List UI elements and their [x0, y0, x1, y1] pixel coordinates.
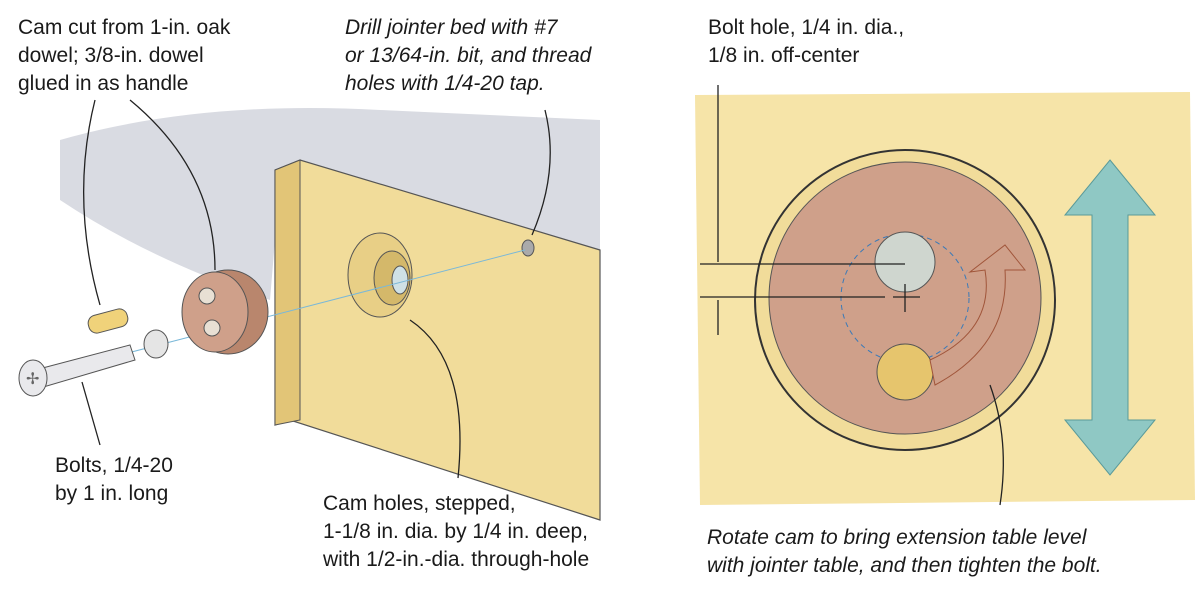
label-line: by 1 in. long: [55, 482, 169, 505]
leader-lines: [81, 99, 551, 479]
oak-cam: [181, 269, 269, 355]
label-drill: Drill jointer bed with #7 or 13/64-in. b…: [345, 14, 591, 98]
label-bolts: Bolts, 1/4-20 by 1 in. long: [55, 452, 173, 508]
label-line: Bolt hole, 1/4 in. dia.,: [708, 16, 905, 39]
label-line: dowel; 3/8-in. dowel: [18, 44, 204, 67]
label-line: 1/8 in. off-center: [708, 44, 860, 67]
handle-dowel: [876, 343, 934, 401]
cam-hole-stepped: [347, 232, 413, 318]
label-line: Cam holes, stepped,: [323, 492, 516, 515]
label-line: holes with 1/4-20 tap.: [345, 72, 545, 95]
threaded-hole: [521, 239, 535, 257]
label-line: Rotate cam to bring extension table leve…: [707, 526, 1087, 549]
label-rotate: Rotate cam to bring extension table leve…: [707, 524, 1102, 580]
label-line: Bolts, 1/4-20: [55, 454, 173, 477]
label-line: glued in as handle: [18, 72, 189, 95]
rotate-arrow: [929, 244, 1027, 386]
washer: [143, 329, 169, 359]
bolt: ✢: [18, 344, 136, 397]
label-line: or 13/64-in. bit, and thread: [345, 44, 592, 67]
board-edge: [274, 159, 301, 426]
label-line: 1-1/8 in. dia. by 1/4 in. deep,: [323, 520, 589, 543]
label-cam-holes: Cam holes, stepped, 1-1/8 in. dia. by 1/…: [323, 490, 589, 574]
svg-text:✢: ✢: [26, 371, 39, 388]
dimension-lines: [700, 85, 1004, 506]
label-line: Drill jointer bed with #7: [345, 16, 558, 39]
bolt-hole: [874, 231, 936, 293]
label-bolt-hole: Bolt hole, 1/4 in. dia., 1/8 in. off-cen…: [708, 14, 904, 70]
centerline: [119, 249, 526, 356]
label-cam-cut: Cam cut from 1-in. oak dowel; 3/8-in. do…: [18, 14, 230, 98]
label-line: with 1/2-in.-dia. through-hole: [323, 548, 590, 571]
label-line: with jointer table, and then tighten the…: [707, 554, 1102, 577]
up-down-arrow: [1063, 159, 1157, 476]
dowel-handle: [87, 308, 129, 334]
label-line: Cam cut from 1-in. oak: [18, 16, 231, 39]
